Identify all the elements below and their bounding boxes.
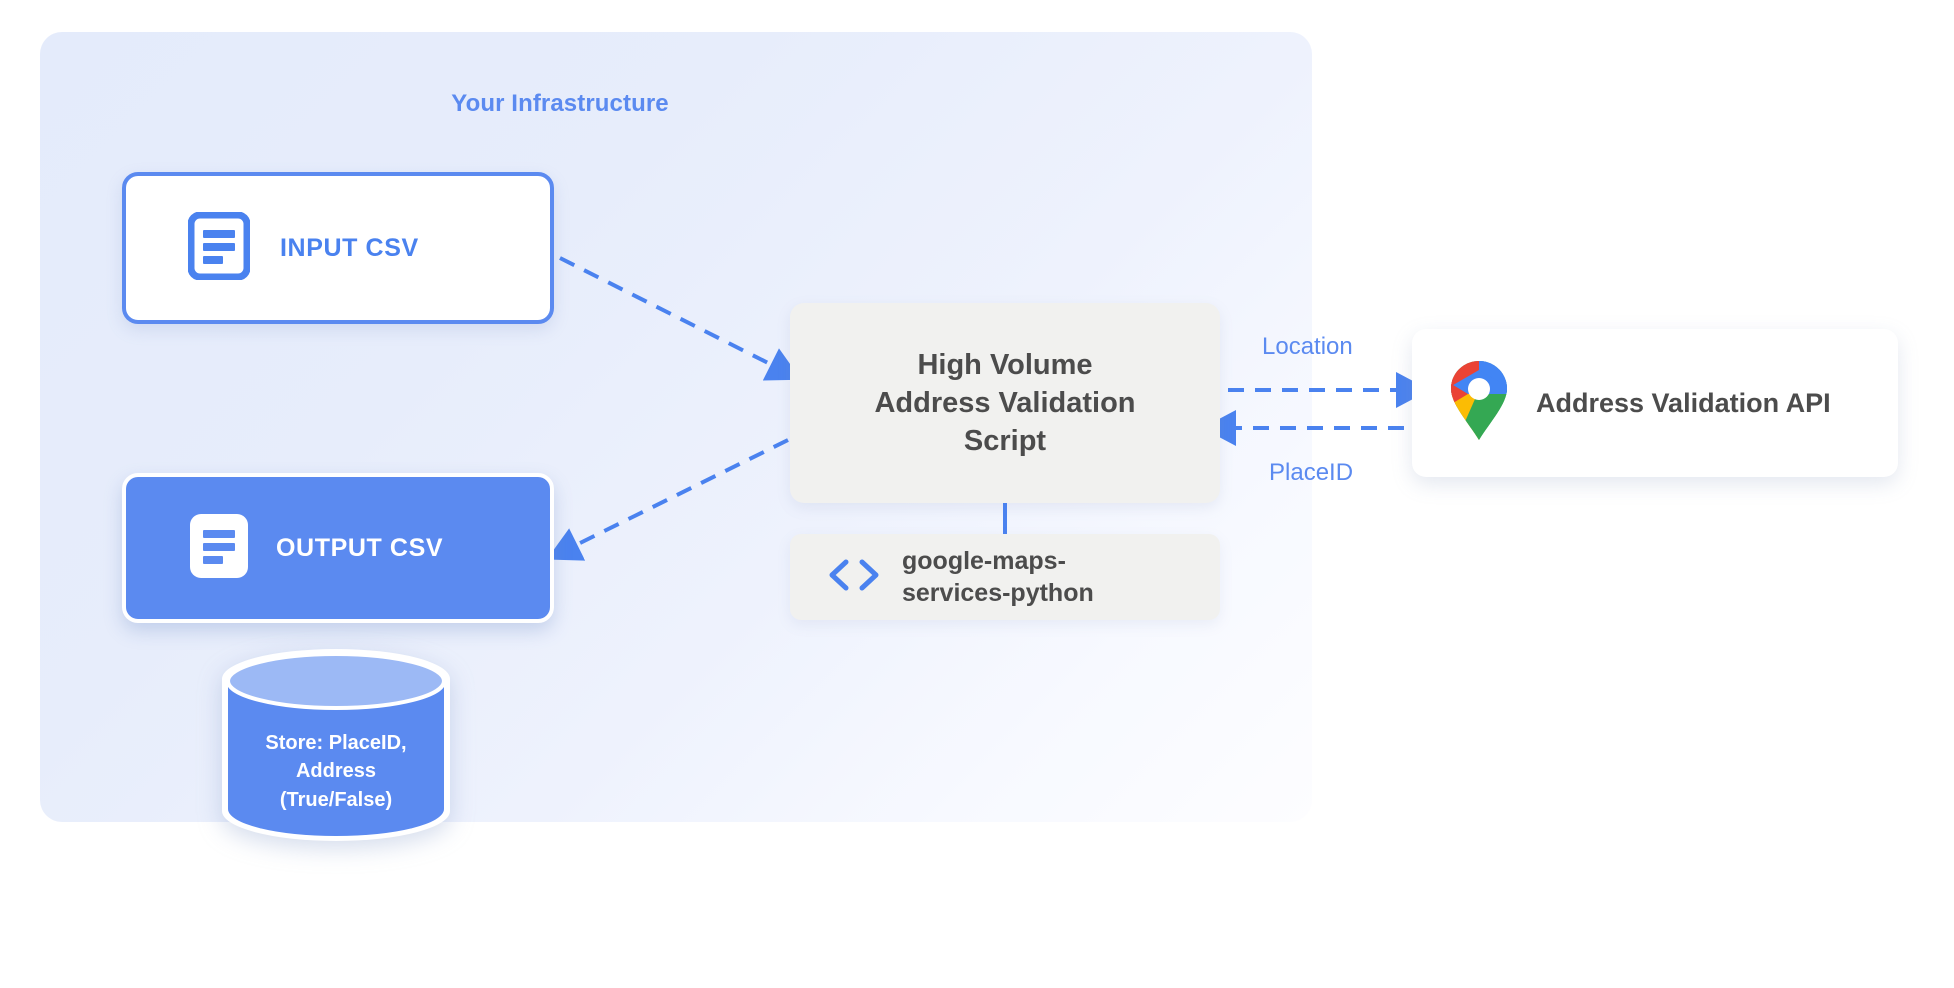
library-node-text: google-maps- services-python [902,545,1094,609]
output-csv-node[interactable]: OUTPUT CSV [122,473,554,623]
script-line-2: Address Validation [874,386,1136,419]
document-icon [187,211,251,285]
address-validation-api-node[interactable]: Address Validation API [1412,329,1898,477]
api-label: Address Validation API [1536,387,1831,418]
script-library-connector [1003,503,1007,534]
script-line-3: Script [963,425,1047,458]
script-line-1: High Volume [917,348,1093,381]
database-node[interactable]: Store: PlaceID, Address (True/False) [218,645,454,845]
library-line-2: services-python [902,579,1094,607]
edge-label-location: Location [1262,333,1353,360]
google-maps-pin-icon [1448,360,1510,447]
script-node-text: High Volume Address Validation Script [874,346,1135,461]
infrastructure-panel-title: Your Infrastructure [451,90,669,117]
input-csv-label: INPUT CSV [280,233,419,262]
document-icon [188,512,250,585]
database-cylinder-icon [222,649,450,841]
library-node[interactable]: google-maps- services-python [790,534,1220,620]
output-csv-label: OUTPUT CSV [276,533,444,562]
code-brackets-icon [828,558,880,597]
input-csv-node[interactable]: INPUT CSV [122,172,554,324]
library-line-1: google-maps- [902,547,1066,575]
script-node[interactable]: High Volume Address Validation Script [790,303,1220,503]
edge-label-placeid: PlaceID [1269,459,1354,486]
